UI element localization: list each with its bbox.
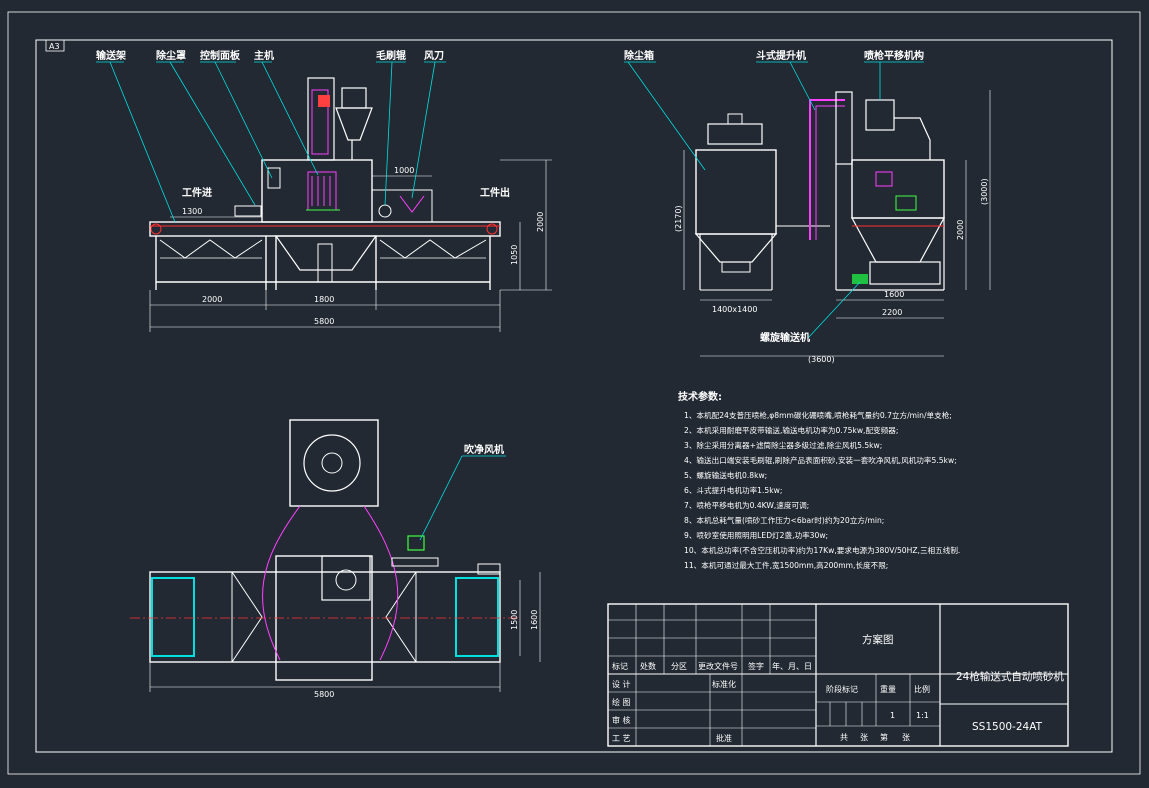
callout-air-knife: 风刀 — [424, 50, 444, 62]
label-work-in: 工件进 — [182, 186, 212, 199]
dim-dust-height: (2170) — [674, 205, 683, 232]
label-work-out: 工件出 — [480, 186, 510, 199]
callout-brush-roller: 毛刷辊 — [376, 49, 406, 62]
tech-item: 5、螺旋输送电机0.8kw; — [684, 470, 767, 480]
tb-header-count: 处数 — [640, 661, 656, 671]
callout-conveyor-frame: 输送架 — [96, 49, 126, 62]
dim-side-width: 1600 — [884, 290, 904, 299]
dim-height: 2000 — [536, 212, 545, 232]
tech-item: 6、斗式提升电机功率1.5kw; — [684, 485, 782, 495]
top-view — [130, 419, 541, 692]
callout-control-panel: 控制面板 — [200, 49, 241, 62]
callout-blow-fan: 吹净风机 — [464, 443, 504, 456]
tb-stage: 阶段标记 — [826, 684, 858, 694]
tb-header-sign: 签字 — [748, 661, 764, 671]
tb-header-date: 年、月、日 — [772, 661, 812, 671]
dim-mid: 1800 — [314, 295, 334, 304]
dim-side-depth: 2200 — [882, 308, 902, 317]
dim-in-length: 1300 — [182, 207, 202, 216]
tb-standardization: 标准化 — [712, 679, 736, 689]
callout-screw-conveyor: 螺旋输送机 — [760, 331, 810, 344]
tech-title: 技术参数: — [678, 390, 722, 403]
tech-item: 1、本机配24支普压喷枪,φ8mm碳化硼喷嘴,喷枪耗气量约0.7立方/min/单… — [684, 410, 952, 420]
tb-header-zone: 分区 — [671, 662, 687, 671]
tb-sheets-total: 共 — [840, 733, 848, 742]
dim-table-height: 1050 — [510, 245, 519, 265]
callout-gun-traverse: 喷枪平移机构 — [864, 49, 924, 62]
dim-top-w2: 1600 — [530, 610, 539, 630]
dim-top-total: 5800 — [314, 690, 334, 699]
tb-scheme: 方案图 — [862, 633, 894, 646]
dim-side-total-height: (3000) — [980, 178, 989, 205]
tb-weight: 重量 — [880, 684, 896, 694]
dim-side-total: (3600) — [808, 355, 835, 364]
outer-border — [7, 11, 1141, 775]
tb-row-process: 工 艺 — [612, 734, 631, 743]
tb-product-name: 24枪输送式自动喷砂机 — [956, 670, 1064, 683]
tech-item: 4、输送出口端安装毛刷辊,刷除产品表面积砂,安装一套吹净风机,风机功率5.5kw… — [684, 455, 957, 465]
tech-item: 10、本机总功率(不含空压机功率)约为17Kw,要求电源为380V/50HZ,三… — [684, 545, 960, 555]
tb-row-design: 设 计 — [612, 679, 631, 689]
tb-sheet-end: 张 — [902, 733, 910, 742]
side-view — [624, 61, 991, 357]
tb-header-mark: 标记 — [612, 661, 628, 671]
tb-qty: 1 — [890, 711, 895, 720]
tech-item: 8、本机总耗气量(喷砂工作压力<6bar时)约为20立方/min; — [684, 515, 884, 525]
dim-left: 2000 — [202, 295, 222, 304]
dim-dust-width: 1400x1400 — [712, 305, 757, 314]
tech-item: 3、除尘采用分离器+滤筒除尘器多级过滤,除尘风机5.5kw; — [684, 440, 882, 450]
tb-scale-label: 比例 — [914, 684, 930, 694]
sheet-size-label: A3 — [49, 42, 60, 51]
callout-bucket-elevator: 斗式提升机 — [756, 49, 806, 62]
title-block — [607, 603, 1069, 747]
sheet-size-box — [45, 39, 65, 52]
dim-top-w1: 1500 — [510, 610, 519, 630]
tb-sheet-no: 第 — [880, 732, 888, 742]
tb-header-doc: 更改文件号 — [698, 661, 738, 671]
tech-item: 11、本机可通过最大工件,宽1500mm,高200mm,长度不限; — [684, 560, 888, 570]
tb-approve: 批准 — [716, 733, 732, 743]
dim-brush-length: 1000 — [394, 166, 414, 175]
callout-main-machine: 主机 — [254, 49, 274, 62]
tech-specs: 技术参数: 1、本机配24支普压喷枪,φ8mm碳化硼喷嘴,喷枪耗气量约0.7立方… — [678, 390, 960, 570]
tb-sheets-page: 张 — [860, 733, 868, 742]
front-view — [96, 61, 552, 332]
dim-side-height: 2000 — [956, 220, 965, 240]
tb-row-draw: 绘 图 — [612, 697, 631, 707]
inner-border — [35, 39, 1113, 753]
tech-item: 2、本机采用耐磨平皮带输送,输送电机功率为0.75kw,配变频器; — [684, 425, 898, 435]
callout-dust-hood: 除尘罩 — [156, 49, 186, 62]
tb-model: SS1500-24AT — [972, 721, 1043, 733]
tech-item: 9、喷砂室使用照明用LED灯2盏,功率30w; — [684, 530, 828, 540]
tb-scale: 1:1 — [916, 711, 929, 720]
tech-item: 7、喷枪平移电机为0.4KW,速度可调; — [684, 500, 809, 510]
callout-dust-box: 除尘箱 — [624, 49, 654, 62]
tb-row-review: 审 核 — [612, 715, 631, 725]
dim-total: 5800 — [314, 317, 334, 326]
